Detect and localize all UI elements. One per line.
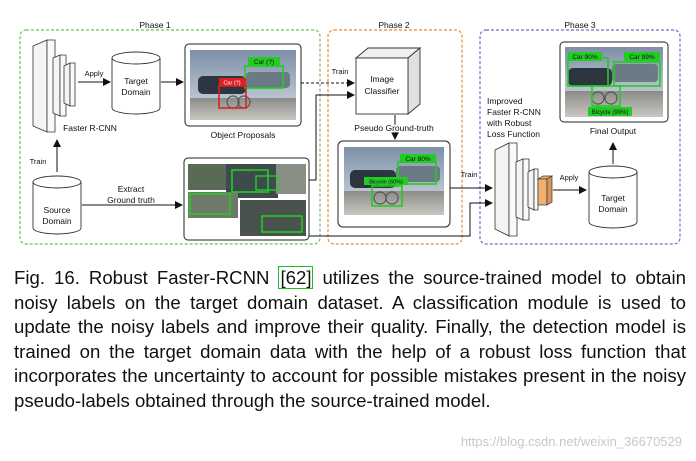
apply-label-2: Apply: [560, 173, 579, 182]
improved-label-c: with Robust: [486, 118, 532, 128]
extract-label-b: Ground truth: [107, 195, 155, 205]
phase3-title: Phase 3: [564, 20, 595, 30]
phase3-box: [479, 29, 681, 245]
extract-label-a: Extract: [118, 184, 145, 194]
train-label-2: Train: [332, 67, 349, 76]
target-domain-label-2b: Domain: [598, 204, 628, 214]
final-car2-label: Car 99%: [629, 54, 655, 61]
image-classifier-label-b: Classifier: [365, 86, 400, 96]
faster-rcnn-diagram: Phase 1 Phase 2 Phase 3 Faster R-CNN App…: [19, 20, 681, 245]
pseudo-gt-label: Pseudo Ground-truth: [354, 123, 434, 133]
final-output-label: Final Output: [590, 126, 637, 136]
phase2-box: [327, 29, 463, 245]
source-ground-truth-collage: [183, 157, 310, 241]
pseudo-car-label: Car 80%: [405, 156, 431, 163]
train-label-1: Train: [30, 157, 47, 166]
phase1-title: Phase 1: [139, 20, 170, 30]
proposal-q-label: Car (?): [223, 81, 240, 87]
watermark-url: https://blog.csdn.net/weixin_36670529: [460, 434, 682, 449]
source-domain-label-a: Source: [44, 205, 71, 215]
object-proposals-image: Car (?) Car (?): [184, 43, 302, 127]
phase2-title: Phase 2: [378, 20, 409, 30]
source-domain-cylinder: [32, 175, 82, 235]
pseudo-ground-truth-image: Car 80% Bicycle (60%): [337, 140, 451, 228]
citation-link[interactable]: [62]: [278, 266, 314, 289]
target-domain-label-2a: Target: [601, 193, 625, 203]
target-domain-label-1a: Target: [124, 76, 148, 86]
train-label-3: Train: [461, 170, 478, 179]
object-proposals-label: Object Proposals: [211, 130, 276, 140]
caption-body: utilizes the source-trained model to obt…: [14, 267, 686, 411]
source-domain-label-b: Domain: [42, 216, 72, 226]
image-classifier-cube: [354, 47, 422, 115]
proposal-car-label: Car (?): [254, 59, 274, 66]
figure-caption: Fig. 16. Robust Faster-RCNN [62] utilize…: [14, 266, 686, 414]
target-domain-label-1b: Domain: [121, 87, 151, 97]
apply-label-1: Apply: [85, 69, 104, 78]
improved-label-a: Improved: [487, 96, 523, 106]
improved-label-d: Loss Function: [487, 129, 540, 139]
improved-faster-rcnn-network: [494, 142, 554, 237]
target-domain-cylinder-1: [111, 51, 161, 115]
pseudo-bicycle-label: Bicycle (60%): [369, 180, 403, 186]
image-classifier-label-a: Image: [370, 74, 394, 84]
improved-label-b: Faster R-CNN: [487, 107, 541, 117]
faster-rcnn-network: [32, 39, 76, 133]
final-bicycle-label: Bicycle (99%): [592, 110, 629, 116]
final-car1-label: Car 90%: [572, 54, 598, 61]
final-output-image: Car 90% Car 99% Bicycle (99%): [559, 41, 669, 123]
phase1-box: [19, 29, 321, 245]
target-domain-cylinder-2: [588, 165, 638, 229]
caption-prefix: Fig. 16. Robust Faster-RCNN: [14, 267, 279, 288]
robust-loss-layer: [537, 178, 548, 206]
faster-rcnn-label: Faster R-CNN: [63, 123, 117, 133]
